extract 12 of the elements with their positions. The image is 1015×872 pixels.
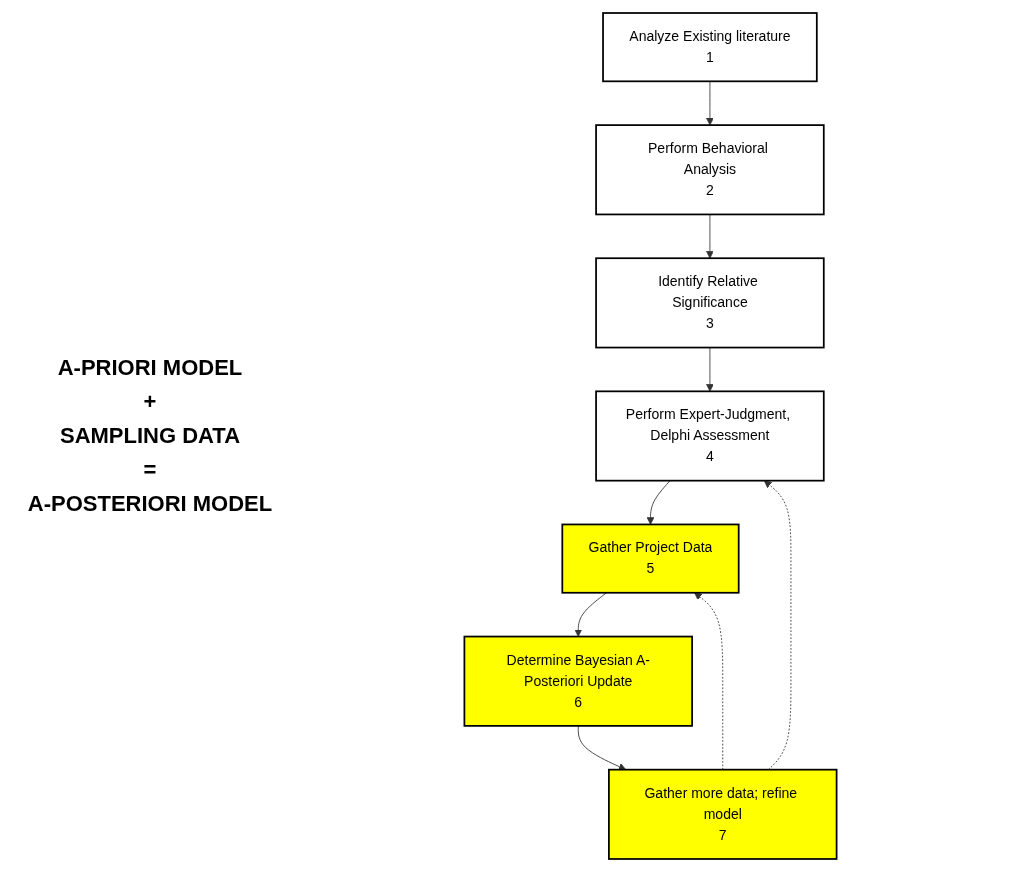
node-box: Identify Relative Significance 3	[594, 257, 825, 349]
note-text: SAMPLING DATA	[58, 423, 242, 449]
node-box: Gather Project Data 5	[560, 523, 740, 594]
node-box: Analyze Existing literature 1	[601, 12, 818, 83]
note-text: +	[142, 389, 158, 415]
note-text: A-PRIORI MODEL	[56, 355, 244, 381]
node-box: Perform Expert-Judgment, Delphi Assessment 4	[594, 390, 825, 482]
note-text: A-POSTERIORI MODEL	[26, 491, 274, 517]
note-text: =	[142, 457, 158, 483]
node-box: Gather more data; refine model 7	[607, 768, 837, 860]
node-box: Perform Behavioral Analysis 2	[594, 124, 825, 216]
node-box: Determine Bayesian A-Posteriori Update 6	[463, 635, 693, 727]
